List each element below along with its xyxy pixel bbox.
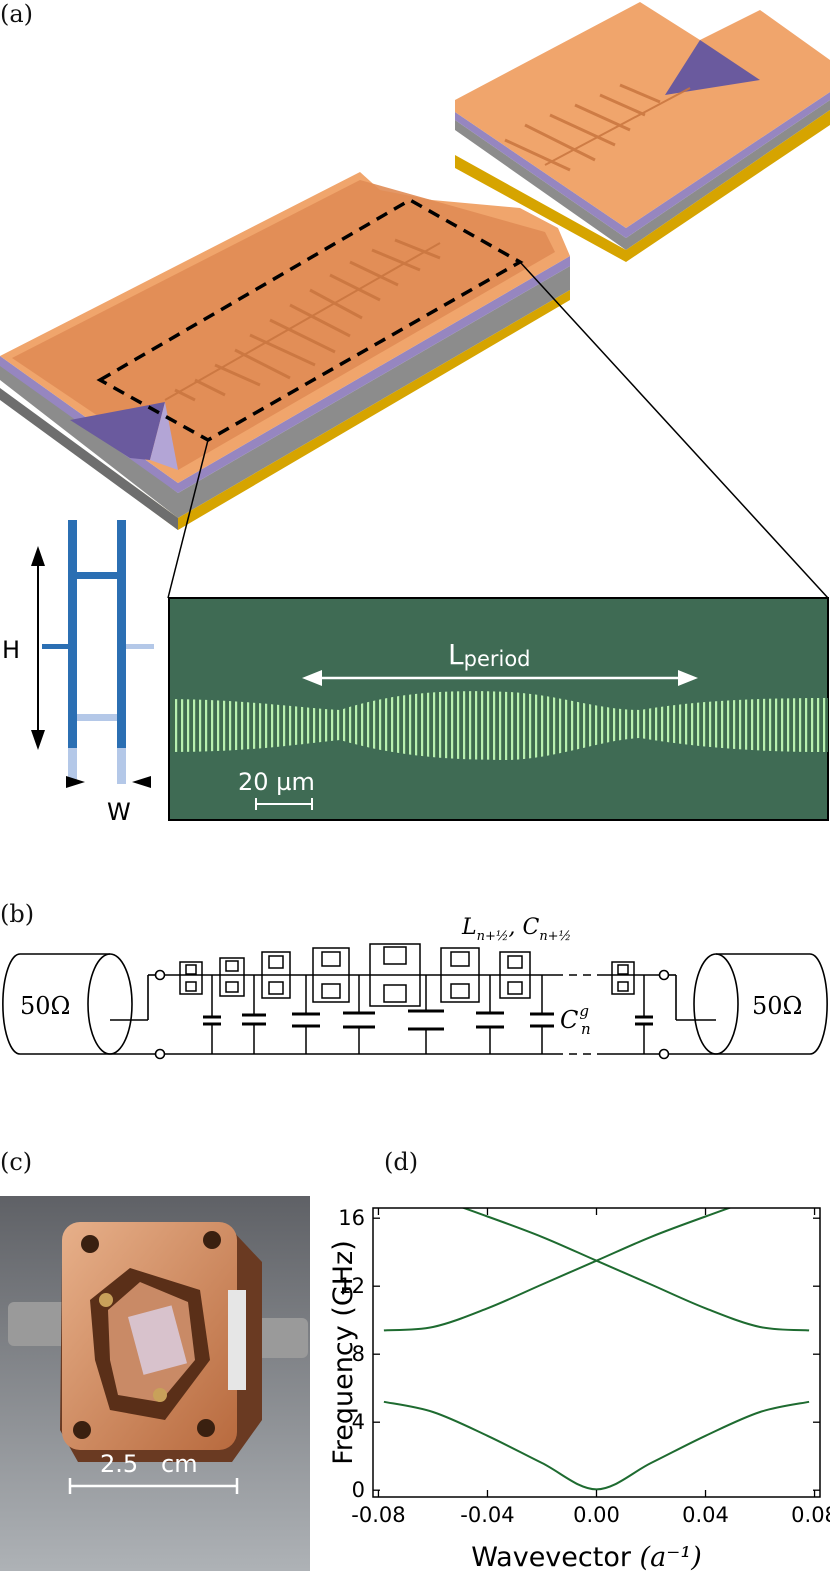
- plot-frame: [372, 1207, 821, 1498]
- panel-label-a: (a): [0, 0, 34, 28]
- x-axis-label: Wavevector (a⁻¹): [471, 1542, 702, 1571]
- panel-label-d: (d): [384, 1148, 419, 1176]
- micrograph: [168, 597, 829, 821]
- series-line-3: [461, 1208, 810, 1332]
- period-label: Lperiod: [448, 638, 531, 671]
- left-coax-end: [87, 953, 133, 1055]
- series-line-1: [383, 1400, 810, 1491]
- x-tick-label: -0.08: [351, 1503, 405, 1527]
- small-chip: [455, 2, 830, 262]
- right-port-label: 50Ω: [752, 992, 802, 1020]
- micrograph-scale-label: 20 µm: [238, 768, 315, 796]
- y-axis-label: Frequency (GHz): [328, 1240, 359, 1465]
- y-tick-label: 4: [352, 1410, 365, 1434]
- series-element-label: Ln+½, Cn+½: [461, 915, 571, 944]
- x-tick-label: 0.04: [682, 1503, 729, 1527]
- panel-label-c: (c): [0, 1148, 33, 1176]
- series-squids: [179, 943, 635, 1007]
- large-chip: [0, 172, 829, 599]
- x-tick-label: -0.04: [460, 1503, 514, 1527]
- x-tick-label: 0.00: [573, 1503, 620, 1527]
- y-tick-label: 8: [352, 1342, 365, 1366]
- x-tick-label: 0.08: [791, 1503, 830, 1527]
- width-label: W: [107, 798, 131, 826]
- panel-a-illustration: H W Lperiod 20 µm: [0, 2, 830, 826]
- y-tick-label: 16: [338, 1206, 365, 1230]
- y-tick-label: 12: [338, 1274, 365, 1298]
- panel-label-b: (b): [0, 900, 35, 928]
- y-tick-label: 0: [352, 1478, 365, 1502]
- shunt-capacitors: [203, 975, 653, 1054]
- squid-schematic: [31, 520, 154, 788]
- series-line-2: [383, 1208, 732, 1332]
- height-label: H: [2, 636, 20, 664]
- right-coax-end: [693, 953, 739, 1055]
- left-port-label: 50Ω: [20, 992, 70, 1020]
- photo-scale-label: 2.5 cm: [100, 1450, 198, 1478]
